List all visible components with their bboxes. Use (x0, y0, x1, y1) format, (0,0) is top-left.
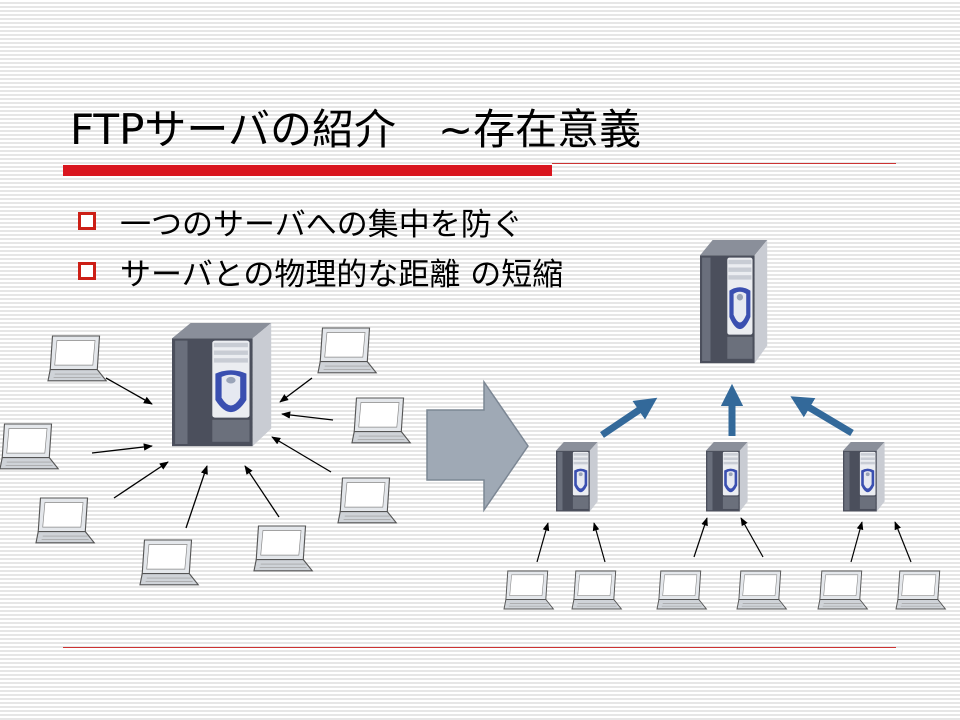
square-bullet-icon (78, 262, 96, 280)
title-underline-bar (63, 165, 552, 176)
client-laptop-icon (0, 423, 59, 470)
mirror-server-icon (843, 442, 885, 512)
title-divider-line (552, 163, 896, 164)
client-laptop-icon (503, 570, 554, 610)
slide-title: FTPサーバの紹介 ~存在意義 (70, 105, 642, 154)
central-server-icon (172, 323, 272, 447)
bullet-text: サーバとの物理的な距離 の短縮 (120, 256, 564, 293)
client-laptop-icon (571, 570, 622, 610)
client-laptop-icon (817, 570, 868, 610)
client-laptop-icon (253, 525, 313, 572)
client-laptop-icon (895, 570, 946, 610)
block-arrow-right-icon (426, 379, 529, 513)
client-laptop-icon (139, 539, 199, 586)
mirror-server-icon (706, 442, 748, 512)
bullet-list: 一つのサーバへの集中を防ぐ サーバとの物理的な距離 の短縮 (78, 196, 563, 296)
client-laptop-icon (35, 497, 95, 544)
client-laptop-icon (736, 570, 787, 610)
bullet-item: サーバとの物理的な距離 の短縮 (78, 246, 563, 296)
footer-divider-line (63, 647, 896, 648)
client-laptop-icon (317, 327, 377, 374)
client-laptop-icon (656, 570, 707, 610)
mirror-client-arrows (536, 517, 912, 563)
bullet-text: 一つのサーバへの集中を防ぐ (120, 206, 523, 243)
client-laptop-icon (337, 477, 397, 524)
square-bullet-icon (78, 212, 96, 230)
mirror-server-icon (556, 442, 598, 512)
client-laptop-icon (47, 335, 107, 382)
client-request-arrows (91, 377, 334, 529)
client-laptop-icon (351, 397, 411, 444)
bullet-item: 一つのサーバへの集中を防ぐ (78, 196, 563, 246)
origin-server-icon (700, 240, 768, 364)
mirror-sync-arrows (600, 383, 854, 438)
